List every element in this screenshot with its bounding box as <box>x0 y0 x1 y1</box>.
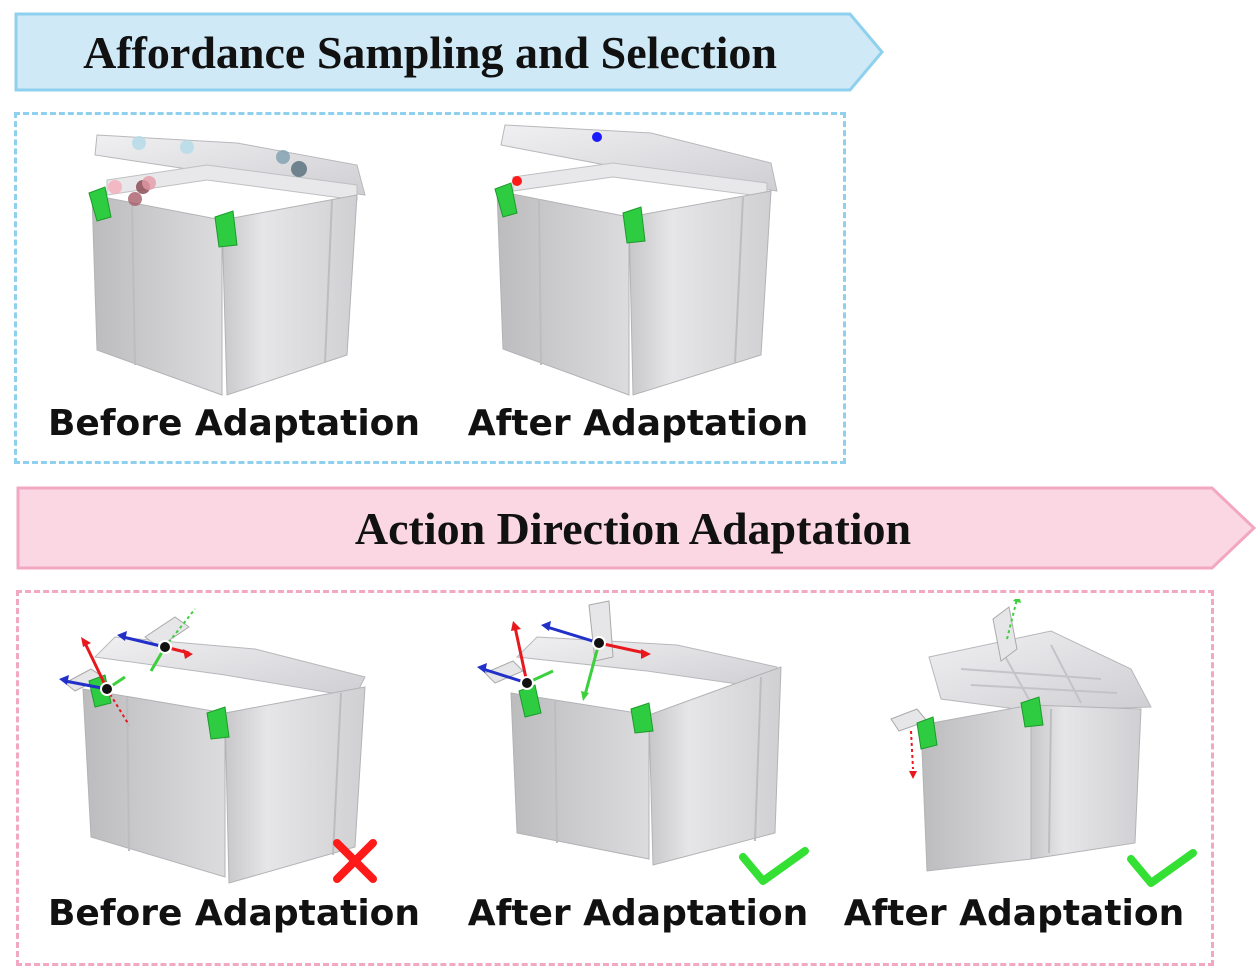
handle-left <box>916 716 938 750</box>
gripper-axes-3 <box>477 621 554 690</box>
handle-right <box>1020 696 1044 728</box>
action-figure-after-1 <box>477 600 782 866</box>
top-banner-title: Affordance Sampling and Selection <box>83 27 777 78</box>
box-figure-after <box>494 124 778 396</box>
caption-bottom-before: Before Adaptation <box>47 893 421 934</box>
caption-bottom-after-2: After Adaptation <box>843 893 1185 934</box>
check-icon <box>739 847 809 885</box>
bottom-banner-shape <box>16 486 1257 570</box>
check-icon <box>1127 849 1197 887</box>
cross-icon <box>333 839 377 883</box>
gripper-axes-1 <box>59 637 130 726</box>
box-front <box>496 190 630 396</box>
gripper-axes-2 <box>117 608 196 672</box>
bottom-banner: Action Direction Adaptation <box>16 486 1260 570</box>
handle-right <box>206 706 230 740</box>
caption-bottom-after-1: After Adaptation <box>467 893 809 934</box>
action-figure-after-2 <box>890 599 1152 872</box>
box-side <box>628 190 772 396</box>
handle-left <box>88 186 112 222</box>
caption-top-after: After Adaptation <box>467 403 809 444</box>
action-figure-before <box>59 608 366 884</box>
handle-left <box>494 182 518 218</box>
gripper-axes-4 <box>541 621 651 701</box>
box-side <box>221 194 358 396</box>
bottom-banner-title: Action Direction Adaptation <box>354 503 912 554</box>
top-banner: Affordance Sampling and Selection <box>14 12 886 92</box>
caption-top-before: Before Adaptation <box>47 403 421 444</box>
bottom-panel: Before Adaptation After Adaptation After… <box>16 590 1214 966</box>
handle-right <box>622 206 646 244</box>
handle-right <box>214 210 238 248</box>
box-lid <box>500 124 778 192</box>
top-banner-shape <box>14 12 884 92</box>
box-front <box>91 194 223 396</box>
top-panel: Before Adaptation After Adaptation <box>14 112 846 464</box>
box-figure-before <box>88 134 366 396</box>
handle-right <box>630 702 654 734</box>
